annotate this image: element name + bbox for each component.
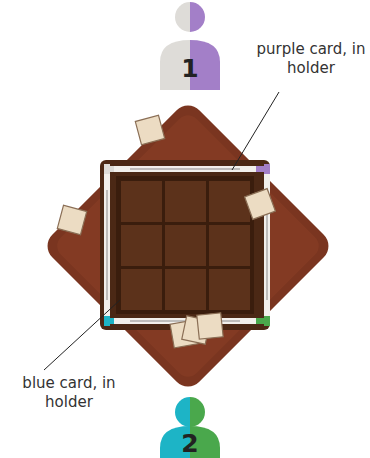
player-head — [190, 397, 205, 427]
player-head — [175, 2, 190, 32]
table-grain — [52, 110, 324, 382]
leader-line — [232, 92, 279, 170]
player-head — [190, 2, 205, 32]
board-inner — [116, 176, 254, 314]
board — [100, 160, 270, 330]
cards — [57, 115, 275, 348]
player-pawn: 1 — [160, 40, 220, 90]
player-number: 1 — [160, 56, 220, 81]
player-pawn: 2 — [160, 426, 220, 458]
table — [41, 99, 335, 393]
leader-line — [44, 300, 120, 370]
board-grid — [121, 181, 250, 310]
callout-label: blue card, in holder — [4, 374, 134, 412]
callout-label: purple card, in holder — [256, 40, 366, 78]
player-head — [175, 397, 190, 427]
player-number: 2 — [160, 431, 220, 456]
card-holders — [104, 164, 270, 326]
